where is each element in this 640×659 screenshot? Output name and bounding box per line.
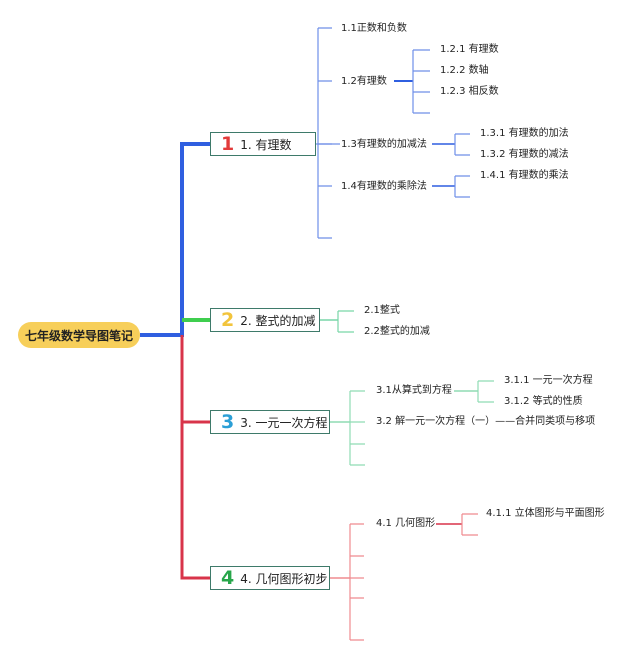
subtopic-2-2[interactable]: 2.2整式的加减 — [364, 326, 430, 337]
topic-linear-equation[interactable]: 3 3. 一元一次方程 — [210, 410, 330, 434]
topic-label: 3. 一元一次方程 — [240, 415, 328, 430]
topic-polynomial-add-subtract[interactable]: 2 2. 整式的加减 — [210, 308, 320, 332]
t1-2-spine — [412, 49, 430, 114]
branch-line-1 — [140, 142, 210, 337]
topic-label: 4. 几何图形初步 — [240, 571, 328, 586]
t1-stubs — [318, 27, 332, 239]
subtopic-1-4[interactable]: 1.4有理数的乘除法 — [341, 181, 427, 192]
subtopic-1-3-1[interactable]: 1.3.1 有理数的加法 — [480, 128, 569, 139]
subtopic-4-1-1[interactable]: 4.1.1 立体图形与平面图形 — [486, 508, 605, 519]
topic-label: 2. 整式的加减 — [240, 313, 316, 328]
subtopic-2-1[interactable]: 2.1整式 — [364, 305, 400, 316]
topic-number-badge: 3 — [221, 410, 235, 433]
topic-number-badge: 2 — [221, 308, 235, 331]
topic-rational-numbers[interactable]: 1 1. 有理数 — [210, 132, 316, 156]
t3-spine — [349, 390, 365, 466]
topic-number-badge: 4 — [221, 566, 235, 589]
branch-line-3 — [180, 335, 210, 580]
subtopic-1-4-1[interactable]: 1.4.1 有理数的乘法 — [480, 170, 569, 181]
topic-geometry-basics[interactable]: 4 4. 几何图形初步 — [210, 566, 330, 590]
subtopic-1-1[interactable]: 1.1正数和负数 — [341, 23, 407, 34]
subtopic-3-1-1[interactable]: 3.1.1 一元一次方程 — [504, 375, 593, 386]
subtopic-1-2-1[interactable]: 1.2.1 有理数 — [440, 44, 499, 55]
t4-1-spine — [461, 513, 478, 536]
root-node[interactable]: 七年级数学导图笔记 — [18, 322, 140, 348]
subtopic-3-1-2[interactable]: 3.1.2 等式的性质 — [504, 396, 583, 407]
t4-spine — [349, 523, 364, 641]
subtopic-3-2[interactable]: 3.2 解一元一次方程（一）——合并同类项与移项 — [376, 416, 596, 427]
topic-label: 1. 有理数 — [240, 137, 292, 152]
t2-spine — [337, 310, 354, 333]
subtopic-1-2-2[interactable]: 1.2.2 数轴 — [440, 65, 489, 76]
topic-number-badge: 1 — [221, 132, 235, 155]
subtopic-4-1[interactable]: 4.1 几何图形 — [376, 518, 436, 529]
subtopic-1-2[interactable]: 1.2有理数 — [341, 76, 387, 87]
subtopic-1-3[interactable]: 1.3有理数的加减法 — [341, 139, 427, 150]
t3-1-spine — [477, 380, 494, 403]
subtopic-1-2-3[interactable]: 1.2.3 相反数 — [440, 86, 499, 97]
t1-4-spine — [454, 175, 470, 198]
subtopic-1-3-2[interactable]: 1.3.2 有理数的减法 — [480, 149, 569, 160]
t1-3-spine — [454, 133, 470, 156]
subtopic-3-1[interactable]: 3.1从算式到方程 — [376, 385, 452, 396]
